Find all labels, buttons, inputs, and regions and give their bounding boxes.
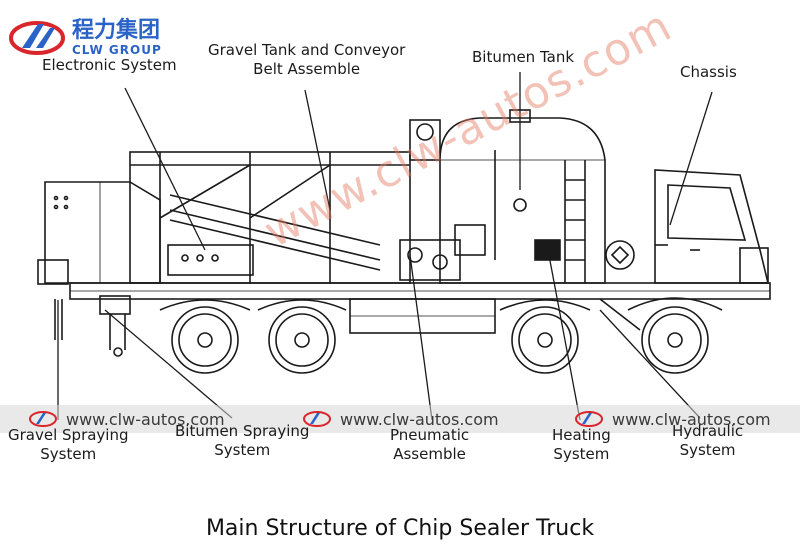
- label-gravel-spraying-system: Gravel Spraying System: [8, 426, 129, 464]
- bitumen-tank: [439, 109, 606, 284]
- watermark-url-3: www.clw-autos.com: [574, 408, 771, 430]
- label-heating-line1: Heating: [552, 426, 611, 444]
- watermark-url-2: www.clw-autos.com: [302, 408, 499, 430]
- leader-lines: [57, 72, 713, 421]
- label-chassis: Chassis: [680, 63, 737, 81]
- logo-english-text: CLW GROUP: [72, 43, 162, 57]
- watermark-logo-icon: [29, 411, 57, 427]
- rear-spray-system: [54, 295, 131, 357]
- diagram-caption: Main Structure of Chip Sealer Truck: [205, 516, 595, 541]
- clw-logo-icon: [9, 21, 65, 55]
- rear-hopper: [37, 181, 161, 285]
- label-hydraulic-system: Hydraulic System: [672, 422, 743, 460]
- rear-wheels: [159, 299, 347, 374]
- label-gravel-tank-line2: Belt Assemble: [253, 60, 361, 78]
- label-gravel-tank: Gravel Tank and Conveyor Belt Assemble: [208, 41, 405, 79]
- watermark-url-text-3: www.clw-autos.com: [612, 409, 771, 429]
- label-bitumen-spraying-line2: System: [214, 441, 271, 459]
- front-wheel: [627, 297, 723, 374]
- watermark-band: [0, 405, 800, 433]
- watermark-logo-icon: [303, 411, 331, 427]
- logo-chinese-text: 程力集团: [72, 18, 161, 43]
- label-pneumatic-assemble: Pneumatic Assemble: [390, 426, 469, 464]
- label-gravel-tank-line1: Gravel Tank and Conveyor: [208, 41, 406, 59]
- company-logo: 程力集团 CLW GROUP: [8, 18, 162, 58]
- watermark-logo-icon: [575, 411, 603, 427]
- watermark-url-1: www.clw-autos.com: [28, 408, 225, 430]
- pneumatic-assembly: [399, 119, 635, 281]
- truck-cab: [654, 169, 770, 284]
- label-bitumen-tank: Bitumen Tank: [472, 48, 575, 66]
- label-pneumatic-line1: Pneumatic: [390, 426, 470, 444]
- label-hydraulic-line1: Hydraulic: [672, 422, 744, 440]
- label-heating-line2: System: [553, 445, 610, 463]
- gravel-frame: [129, 151, 411, 284]
- label-hydraulic-line2: System: [679, 441, 736, 459]
- label-electronic-system: Electronic System: [42, 56, 177, 74]
- label-bitumen-spraying-line1: Bitumen Spraying: [175, 422, 310, 440]
- label-bitumen-spraying-system: Bitumen Spraying System: [175, 422, 309, 460]
- label-heating-system: Heating System: [552, 426, 611, 464]
- chassis-frame: [69, 282, 771, 334]
- watermark-url-text-1: www.clw-autos.com: [66, 409, 225, 429]
- label-pneumatic-line2: Assemble: [393, 445, 466, 463]
- label-gravel-spraying-line2: System: [40, 445, 97, 463]
- middle-wheels: [499, 299, 591, 374]
- watermark-url-text-2: www.clw-autos.com: [340, 409, 499, 429]
- label-gravel-spraying-line1: Gravel Spraying: [8, 426, 129, 444]
